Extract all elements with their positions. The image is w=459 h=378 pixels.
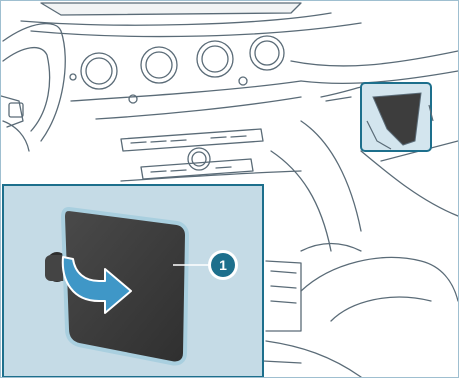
callout-circle-icon: 1 bbox=[208, 250, 238, 280]
callout-number: 1 bbox=[219, 257, 227, 273]
location-highlight-box bbox=[361, 83, 433, 151]
detail-inset: 1 bbox=[3, 185, 263, 377]
